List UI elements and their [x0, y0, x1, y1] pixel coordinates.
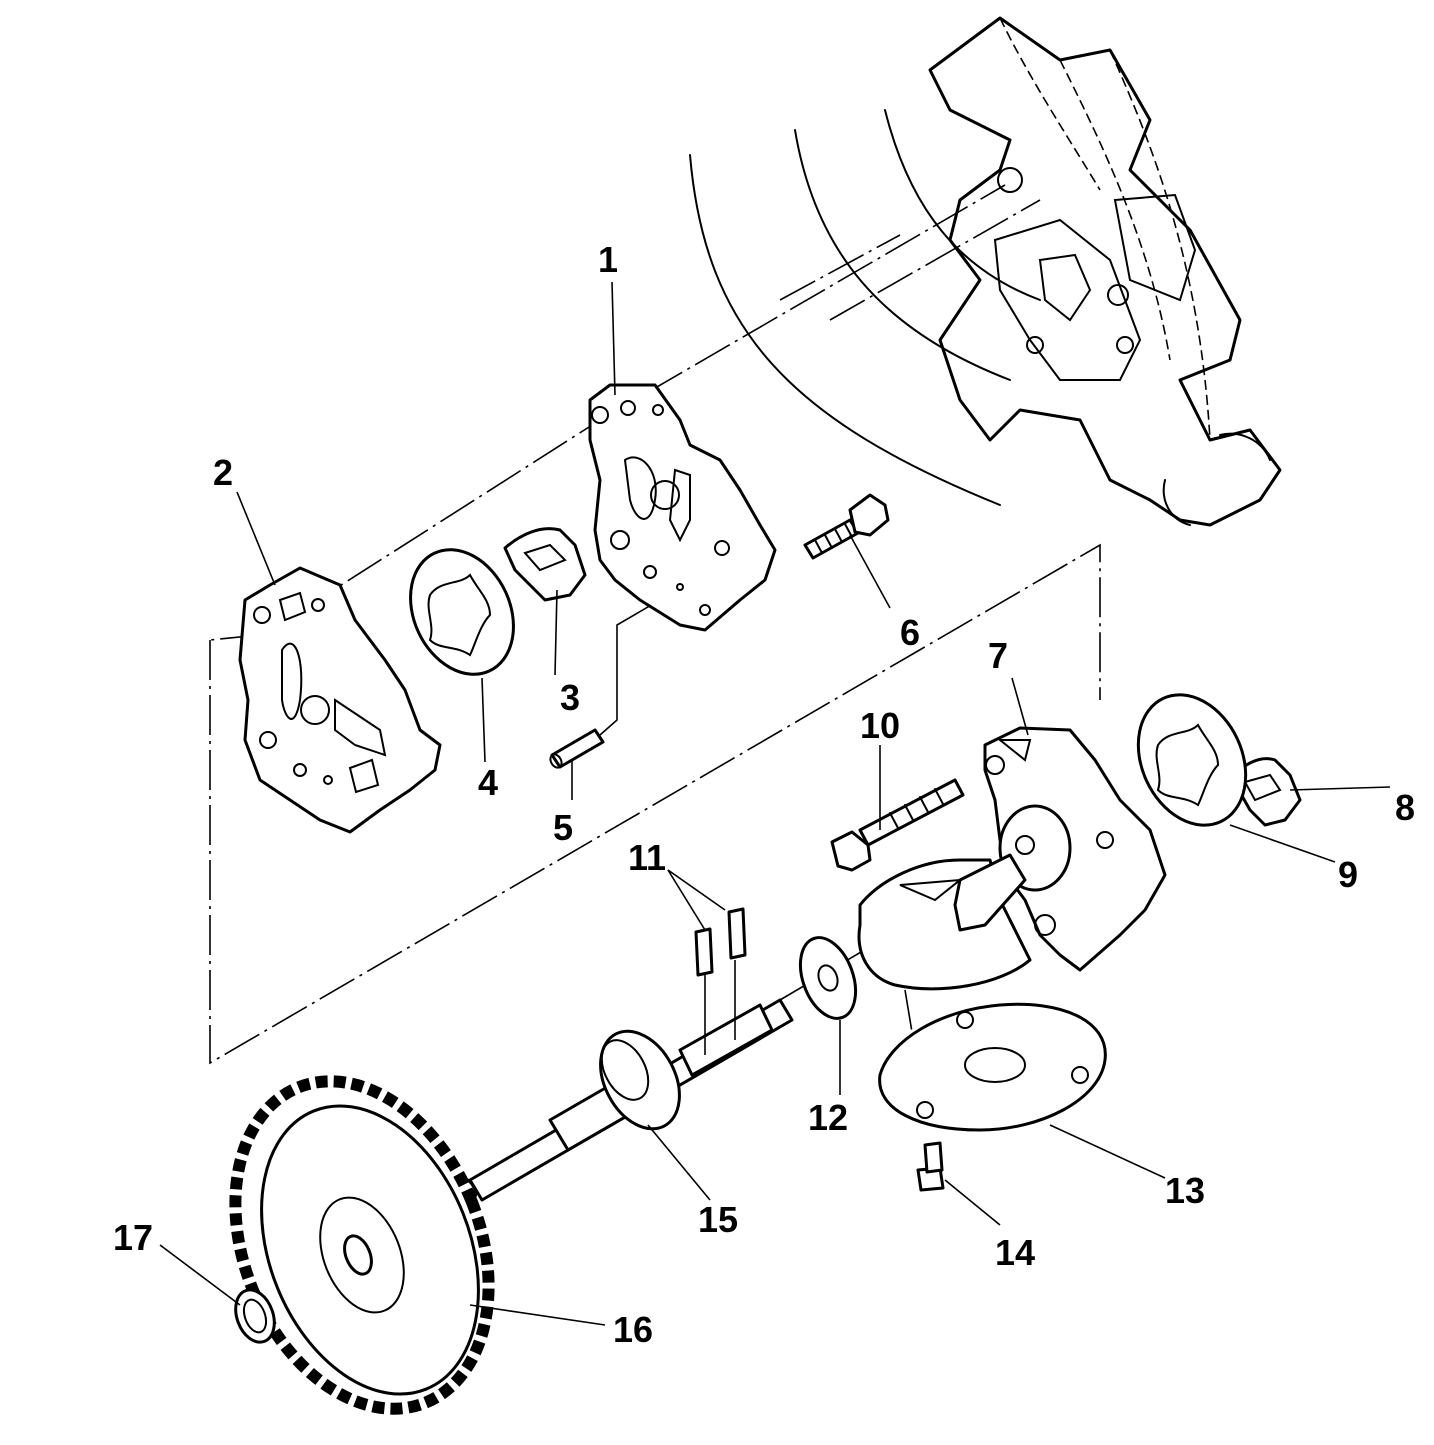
callout-12: 12 [808, 1097, 848, 1138]
callout-17: 17 [113, 1217, 153, 1258]
part-12-washer [798, 936, 858, 1020]
part-9-outer-rotor [1136, 693, 1248, 827]
callout-15: 15 [698, 1199, 738, 1240]
callout-13: 13 [1165, 1170, 1205, 1211]
part-16-drive-gear [229, 1075, 495, 1415]
part-3-inner-rotor [503, 527, 587, 602]
callout-16: 16 [613, 1309, 653, 1350]
callout-11: 11 [628, 837, 666, 878]
callout-3: 3 [560, 677, 580, 718]
part-6-bolt [803, 493, 890, 560]
part-10-bolt [830, 778, 965, 872]
part-13-gasket [878, 1002, 1107, 1132]
callout-2: 2 [213, 452, 233, 493]
part-11-pins [694, 907, 747, 977]
callout-6: 6 [900, 612, 920, 653]
callout-1: 1 [598, 239, 618, 280]
callout-labels: 1 2 3 4 5 6 7 8 9 10 11 12 13 14 15 16 1… [113, 239, 1415, 1350]
callout-10: 10 [860, 705, 900, 746]
part-1-pump-cover [588, 383, 777, 632]
part-7-pump-housing [983, 726, 1167, 972]
part-4-outer-rotor [409, 548, 515, 676]
part-14-screw [916, 1141, 945, 1192]
part-15-shaft [458, 998, 794, 1202]
callout-14: 14 [995, 1232, 1035, 1273]
callout-7: 7 [988, 635, 1008, 676]
callout-5: 5 [553, 807, 573, 848]
callout-8: 8 [1395, 787, 1415, 828]
part-2-pump-body [238, 566, 442, 834]
strainer-cover [857, 853, 1032, 991]
callout-4: 4 [478, 762, 498, 803]
part-17-ring [234, 1288, 276, 1344]
leader-lines [159, 281, 1391, 1326]
engine-crankcase [689, 16, 1282, 527]
part-5-dowel-pin [549, 728, 605, 769]
callout-9: 9 [1338, 854, 1358, 895]
